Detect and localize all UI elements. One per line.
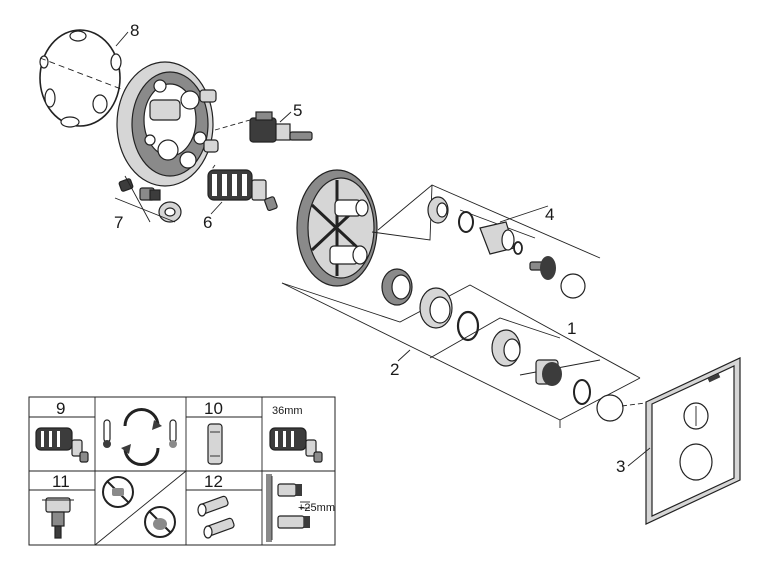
housing-body [116, 61, 219, 187]
part-6-thermo-element [207, 164, 278, 212]
wall-extension-icon [266, 474, 310, 542]
part-2-assembly [281, 268, 641, 428]
extension-label: +25mm [298, 502, 335, 514]
callout-2: 2 [390, 360, 399, 379]
tool-icon [42, 497, 74, 539]
thermo-element-icon [35, 427, 89, 463]
part-1-assembly [429, 317, 624, 422]
callout-7: 7 [114, 213, 123, 232]
prohibited-icons [94, 470, 187, 546]
legend-table: 9 10 36mm [28, 396, 336, 546]
extension-sleeve-icon [207, 423, 223, 465]
legend-9: 9 [56, 399, 65, 418]
part-7-small-parts [114, 175, 182, 223]
callout-3: 3 [616, 457, 625, 476]
callout-5: 5 [293, 101, 302, 120]
part-8-seal-ring [39, 29, 151, 128]
rough-in-plate [296, 169, 378, 287]
part-3-trim-plate [621, 357, 741, 525]
extension-parts-icon [197, 495, 235, 539]
callout-6: 6 [203, 213, 212, 232]
legend-10: 10 [204, 399, 223, 418]
callout-1: 1 [567, 319, 576, 338]
legend-11: 11 [52, 472, 70, 491]
thermo-element-36mm-icon [269, 427, 323, 463]
size-label: 36mm [272, 405, 303, 417]
callout-8: 8 [130, 21, 139, 40]
part-4-diverter-parts [371, 184, 601, 299]
callout-4: 4 [545, 205, 554, 224]
temperature-rotation-icon [103, 408, 177, 466]
legend-12: 12 [204, 472, 223, 491]
part-5-cartridge [214, 111, 313, 143]
